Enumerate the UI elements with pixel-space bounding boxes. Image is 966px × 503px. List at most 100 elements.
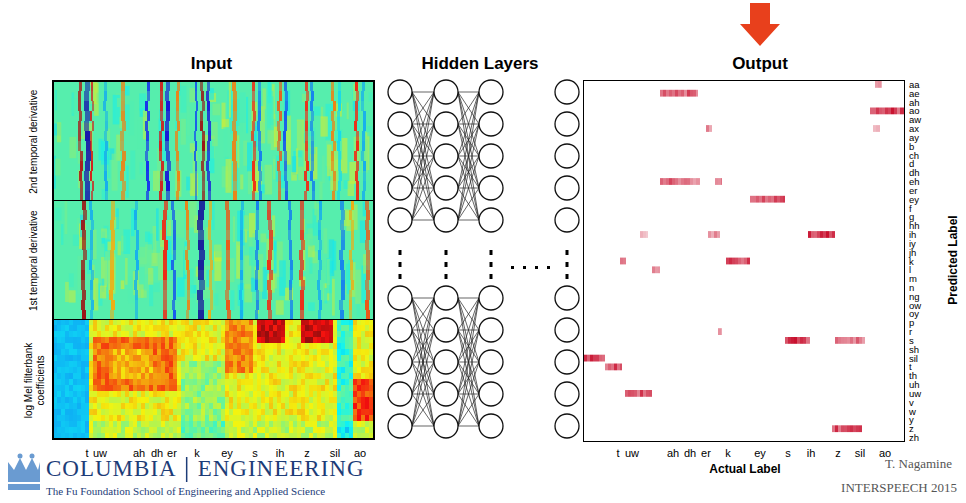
filterbank-cell [253,373,257,379]
feature-stripe [201,161,204,171]
filterbank-cell [253,325,257,331]
feature-stripe [110,250,114,260]
filterbank-cell [101,337,105,343]
filterbank-cell [193,409,197,415]
filterbank-cell [161,355,165,361]
feature-stripe [209,270,212,280]
feature-stripe [104,171,107,181]
texture-patch [348,181,354,196]
filterbank-cell [273,337,277,343]
feature-stripe [338,91,341,101]
feature-stripe [202,131,205,141]
filterbank-cell [209,355,213,361]
filterbank-cell [85,373,89,379]
feature-stripe [186,260,189,270]
filterbank-cell [229,367,233,373]
filterbank-cell [177,355,181,361]
filterbank-cell [269,355,273,361]
filterbank-cell [201,361,205,367]
filterbank-cell [77,415,81,421]
filterbank-cell [249,409,253,415]
filterbank-cell [101,331,105,337]
filterbank-cell [273,325,277,331]
filterbank-cell [73,337,77,343]
feature-stripe [350,260,353,270]
filterbank-cell [281,349,285,355]
filterbank-cell [149,403,153,409]
filterbank-cell [121,367,125,373]
filterbank-cell [129,361,133,367]
feature-stripe [268,220,272,230]
feature-stripe [176,111,179,121]
filterbank-cell [237,391,241,397]
feature-stripe [354,151,357,161]
filterbank-cell [225,403,229,409]
filterbank-cell [69,391,73,397]
filterbank-cell [237,409,241,415]
filterbank-cell [133,385,137,391]
filterbank-cell [117,409,121,415]
feature-stripe [233,91,237,101]
feature-stripe [290,260,293,270]
feature-stripe [202,151,205,161]
filterbank-cell [221,415,225,421]
filterbank-cell [89,379,93,385]
texture-patch [69,290,76,302]
feature-stripe [251,131,254,141]
feature-stripe [239,290,242,300]
filterbank-cell [149,415,153,421]
feature-stripe [259,151,262,161]
feature-stripe [79,81,82,91]
feature-stripe [80,161,83,171]
filterbank-cell [277,373,281,379]
feature-stripe [147,181,150,191]
feature-stripe [209,210,212,220]
feature-stripe [361,151,364,161]
filterbank-cell [213,373,217,379]
filterbank-cell [221,427,225,433]
filterbank-cell [69,325,73,331]
filterbank-cell [77,373,81,379]
filterbank-cell [245,421,249,427]
filterbank-cell [245,379,249,385]
filterbank-cell [113,325,117,331]
filterbank-cell [117,415,121,421]
filterbank-cell [181,415,185,421]
feature-stripe [233,111,237,121]
filterbank-cell [177,367,181,373]
feature-stripe [163,250,167,260]
filterbank-cell [153,379,157,385]
feature-stripe [208,131,211,141]
filterbank-cell [57,385,61,391]
filterbank-cell [105,325,109,331]
feature-stripe [162,220,166,230]
feature-stripe [366,290,370,300]
filterbank-cell [117,325,121,331]
filterbank-cell [205,421,209,427]
filterbank-cell [229,415,233,421]
filterbank-cell [189,391,193,397]
feature-stripe [163,290,167,300]
filterbank-cell [93,415,97,421]
feature-stripe [120,141,124,151]
filterbank-cell [241,415,245,421]
feature-stripe [290,270,293,280]
filterbank-cell [93,325,97,331]
filterbank-cell [81,331,85,337]
filterbank-cell [141,409,145,415]
feature-stripe [354,121,357,131]
texture-patch [314,200,316,215]
filterbank-cell [97,409,101,415]
filterbank-cell [117,361,121,367]
filterbank-cell [257,427,261,433]
filterbank-cell [261,385,265,391]
texture-patch [308,302,315,311]
filterbank-cell [57,361,61,367]
filterbank-cell [125,397,129,403]
filterbank-cell [281,379,285,385]
feature-stripe [278,181,281,191]
feature-stripe [161,121,164,131]
texture-patch [276,300,284,315]
feature-stripe [187,290,190,300]
spectrogram [53,81,374,439]
